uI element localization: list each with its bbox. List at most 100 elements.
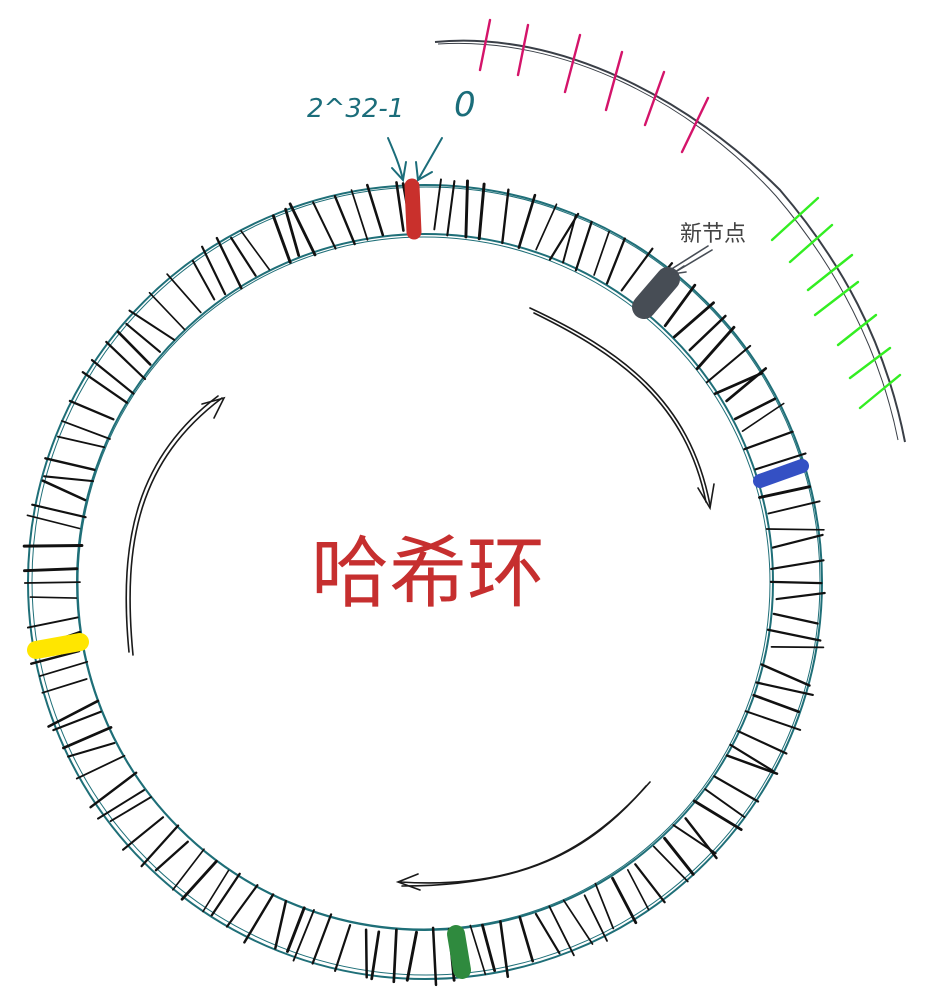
ring-tick <box>350 189 369 241</box>
ring-tick <box>90 359 135 395</box>
node-blue <box>753 459 809 488</box>
new-node-arc <box>434 18 906 443</box>
ring-tick <box>771 533 824 549</box>
ring-tick <box>562 899 594 945</box>
arrow-to-zero <box>415 137 443 182</box>
ring-tick <box>548 905 575 957</box>
ring-tick <box>469 924 487 976</box>
ring-tick <box>704 788 746 819</box>
ring-tick <box>611 876 638 925</box>
ring-tick <box>122 816 165 851</box>
ring-tick <box>620 247 654 292</box>
ring-tick <box>52 710 102 732</box>
ring-tick <box>154 840 189 872</box>
ring-tick <box>109 796 152 823</box>
ring-tick <box>57 435 106 449</box>
ring-tick <box>81 371 129 404</box>
ring-tick <box>562 214 577 264</box>
ring-tick <box>688 314 727 352</box>
ring-outer-2 <box>31 186 821 976</box>
ring-tick <box>754 452 807 471</box>
ring-tick <box>23 567 79 573</box>
ring-tick <box>433 178 442 231</box>
ring-tick <box>61 420 111 440</box>
ring-tick <box>128 309 176 341</box>
arc-ticks-green <box>770 196 902 410</box>
green-tick <box>788 223 834 264</box>
ring-tick <box>26 616 79 629</box>
ring-tick <box>405 930 418 982</box>
ring-tick <box>191 259 216 301</box>
ring-tick <box>39 660 89 677</box>
label-zero: 0 <box>454 85 476 125</box>
ring-tick <box>67 741 116 758</box>
label-new-node: 新节点 <box>680 222 746 247</box>
ring-tick <box>729 743 775 773</box>
ring-tick <box>62 726 113 750</box>
ring-tick <box>26 514 81 530</box>
green-tick <box>858 373 902 410</box>
ring-tick <box>47 699 100 728</box>
ring-nodes <box>27 178 809 979</box>
ring-tick <box>311 913 333 965</box>
ring-tick <box>477 182 486 241</box>
ring-tick <box>758 485 812 499</box>
ring-tick <box>725 367 768 403</box>
ring-tick <box>672 301 715 339</box>
ring-tick <box>705 344 752 384</box>
ring-tick <box>366 183 385 237</box>
ring-tick <box>583 894 608 942</box>
ring-tick <box>775 591 826 601</box>
ring-tick <box>480 923 497 973</box>
ring-tick <box>743 430 794 451</box>
ring-tick <box>286 906 306 953</box>
diagram-title: 哈希环 <box>311 529 545 619</box>
green-tick <box>806 253 854 292</box>
ring-tick <box>752 693 801 714</box>
ring-tick <box>431 926 438 987</box>
ring-tick <box>271 214 292 264</box>
ring-tick <box>230 236 257 277</box>
ring-tick <box>737 730 788 755</box>
ring-tick <box>41 678 88 694</box>
green-tick <box>836 313 878 347</box>
ring-tick <box>733 397 777 421</box>
ring-tick <box>605 237 626 285</box>
ring-tick <box>125 322 161 353</box>
ring-tick <box>594 882 615 930</box>
ring-tick <box>692 799 743 831</box>
ring-tick <box>770 646 825 649</box>
ring-tick <box>89 771 138 809</box>
green-tick <box>848 346 892 380</box>
arc-ticks-pink <box>478 18 710 154</box>
ring-tick <box>535 203 558 251</box>
ring-tick <box>292 909 315 962</box>
new-node-pointer <box>669 245 713 275</box>
ring-tick <box>210 872 241 917</box>
ring-tick <box>75 754 126 780</box>
ring-tick <box>312 201 337 250</box>
ring-tick <box>29 596 78 599</box>
pink-tick <box>516 23 530 77</box>
ring-tick <box>725 754 779 775</box>
ring-tick <box>772 612 819 625</box>
ring-tick <box>741 402 785 433</box>
ring-tick <box>43 475 95 483</box>
ring-tick <box>333 194 356 246</box>
ring-tick <box>770 559 825 570</box>
ring-tick <box>672 824 717 855</box>
ring-tick <box>464 179 469 239</box>
label-max-hash: 2^32-1 <box>307 94 404 124</box>
ring-tick <box>243 893 275 944</box>
ring-tick <box>501 188 510 245</box>
ring-tick <box>44 457 96 471</box>
ring-tick <box>499 920 510 979</box>
ring-tick <box>634 863 666 904</box>
ring-tick <box>97 789 145 820</box>
ring-tick <box>663 283 697 328</box>
boundary-arrows <box>387 137 443 183</box>
arrow-to-max <box>387 137 407 183</box>
arrow-top-right <box>529 307 715 511</box>
ring-tick <box>172 848 205 891</box>
